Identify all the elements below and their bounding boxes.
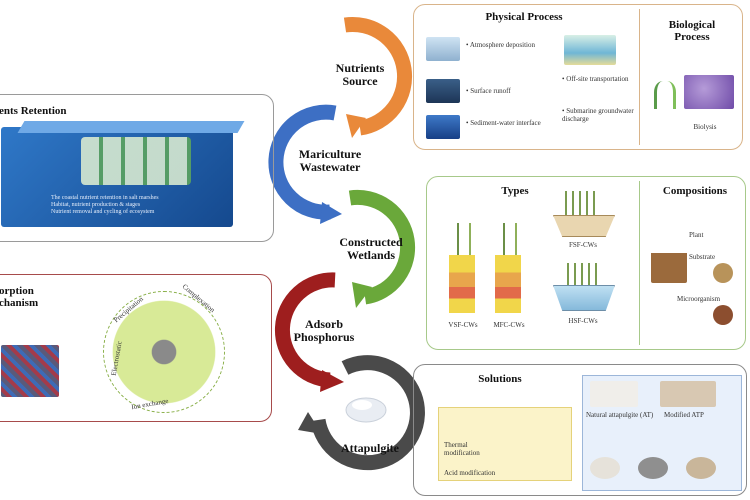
sample-dish-1 — [590, 457, 620, 479]
label-fsf-cws: FSF-CWs — [568, 241, 597, 249]
panel-types-compositions: Types VSF-CWs MFC-CWs FSF-CWs HSF-CWs Co… — [426, 176, 746, 350]
biolysis-image — [684, 75, 734, 109]
sorption-title: orption chanism — [0, 285, 39, 309]
microorganism-image — [713, 305, 733, 325]
seaweed-icon — [654, 81, 676, 109]
retention-line-2: Habitat, nutrient production & stages — [51, 202, 141, 208]
modified-atp-image — [660, 381, 716, 407]
label-modified-atp: Modified ATP — [664, 411, 704, 419]
panel-nutrients-retention: ents Retention The coastal nutrient rete… — [0, 94, 274, 242]
item-atmosphere-deposition: Atmosphere deposition — [466, 41, 546, 49]
panel-physical-biological: Physical Process Atmosphere deposition S… — [413, 4, 743, 150]
label-mfc-cws: MFC-CWs — [493, 321, 525, 329]
item-sediment-water-interface: Sediment-water interface — [466, 119, 546, 127]
solutions-process-box — [438, 407, 572, 481]
label-acid-modification: Acid modification — [444, 469, 496, 477]
retention-block-top — [17, 121, 245, 133]
ring-nutrients-source — [343, 16, 413, 136]
label-adsorb-phosphorus: Adsorb Phosphorus — [293, 317, 355, 344]
reeds-icon — [565, 191, 599, 215]
natural-at-image — [590, 381, 638, 407]
ring-adsorb-phosphorus — [274, 272, 336, 388]
reeds-icon — [567, 263, 599, 285]
item-off-site-transportation: Off-site transportation — [562, 75, 637, 83]
fsf-cw-basin — [553, 215, 615, 237]
hsf-cw-basin — [553, 285, 615, 311]
item-submarine-groundwater: Submarine groundwater discharge — [562, 107, 637, 123]
vsf-cw-column — [449, 255, 475, 313]
label-attapulgite: Attapulgite — [341, 441, 399, 455]
off-site-transport-image — [564, 35, 616, 65]
reeds-icon — [457, 223, 471, 255]
ring-mariculture-wastewater — [268, 104, 337, 220]
sediment-water-image — [426, 115, 460, 139]
label-substrate: Substrate — [689, 253, 716, 261]
sample-dish-3 — [686, 457, 716, 479]
item-surface-runoff: Surface runoff — [466, 87, 546, 95]
sorption-circle-image — [103, 291, 225, 413]
biolysis-caption: Biolysis — [693, 123, 717, 131]
surface-runoff-image — [426, 79, 460, 103]
substrate-image — [713, 263, 733, 283]
label-mariculture-wastewater: Mariculture Wastewater — [298, 147, 362, 174]
retention-title: ents Retention — [0, 105, 67, 117]
retention-line-1: The coastal nutrient retention in salt m… — [51, 195, 159, 201]
label-vsf-cws: VSF-CWs — [448, 321, 478, 329]
ring-constructed-wetlands — [348, 189, 416, 305]
solutions-title: Solutions — [478, 373, 522, 385]
biological-process-title: Biological Process — [668, 19, 716, 43]
reeds-icon — [503, 223, 517, 255]
plant-soil-image — [651, 233, 687, 283]
retention-arrows-image — [81, 137, 191, 185]
label-plant: Plant — [689, 231, 704, 239]
ring-attapulgite — [310, 355, 425, 471]
sorption-cube-image — [1, 345, 59, 397]
panel-solutions: Solutions Thermal modification Acid modi… — [413, 364, 747, 496]
mfc-cw-column — [495, 255, 521, 313]
retention-line-3: Nutrient removal and cycling of ecosyste… — [51, 209, 155, 215]
atmosphere-deposition-image — [426, 37, 460, 61]
label-thermal-modification: Thermal modification — [444, 441, 480, 457]
retention-text: The coastal nutrient retention in salt m… — [51, 195, 221, 216]
types-title: Types — [501, 185, 529, 197]
label-nutrients-source: Nutrients Source — [335, 61, 385, 88]
compositions-title: Compositions — [662, 185, 728, 197]
physical-process-title: Physical Process — [485, 11, 563, 23]
label-constructed-wetlands: Constructed Wetlands — [339, 235, 403, 262]
divider — [639, 9, 640, 145]
divider — [639, 181, 640, 345]
label-microorganism: Microorganism — [677, 295, 721, 303]
label-natural-at: Natural attapulgite (AT) — [586, 411, 654, 419]
sample-dish-2 — [638, 457, 668, 479]
label-hsf-cws: HSF-CWs — [568, 317, 598, 325]
panel-sorption-mechanism: orption chanism Precipitation Complexati… — [0, 274, 272, 422]
